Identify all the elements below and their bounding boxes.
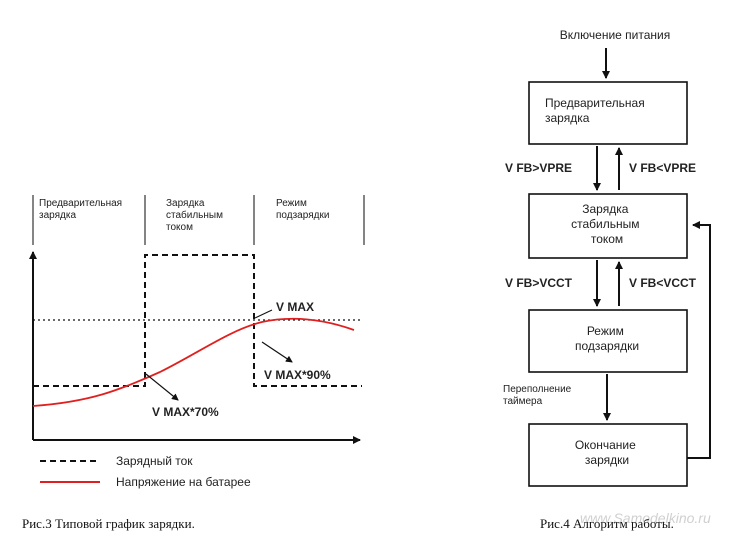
flow-box-end bbox=[528, 423, 688, 487]
flow-box-trickle bbox=[528, 309, 688, 373]
flow-box-constant-current bbox=[528, 193, 688, 259]
legend-voltage-label: Напряжение на батарее bbox=[116, 475, 251, 489]
flow-box-constant-current-label: Зарядка стабильным током bbox=[571, 202, 643, 246]
battery-voltage-curve bbox=[32, 317, 355, 407]
flow-label-vcct-down: V FB>VCCT bbox=[505, 276, 573, 290]
watermark: www.Samodelkino.ru bbox=[580, 510, 711, 526]
flow-box-precharge-label: Предварительная зарядка bbox=[545, 96, 648, 125]
charging-algorithm-flowchart: Включение питания Предварительная зарядк… bbox=[503, 28, 711, 487]
phase-label-constant-current: Зарядка стабильным током bbox=[166, 198, 226, 233]
charging-chart: Предварительная зарядка Зарядка стабильн… bbox=[29, 195, 365, 489]
vmax-label: V MAX bbox=[276, 300, 314, 314]
flow-arrow-restart-loop bbox=[687, 221, 711, 459]
flow-start-label: Включение питания bbox=[560, 28, 670, 42]
legend-current-label: Зарядный ток bbox=[116, 454, 193, 468]
flow-label-vcct-up: V FB<VCCT bbox=[629, 276, 697, 290]
vmax90-label: V MAX*90% bbox=[264, 368, 331, 382]
flow-label-timer-overflow: Переполнение таймера bbox=[503, 384, 574, 407]
flow-box-end-label: Окончание зарядки bbox=[575, 438, 639, 467]
flow-label-vpre-down: V FB>VPRE bbox=[505, 161, 572, 175]
flow-label-vpre-up: V FB<VPRE bbox=[629, 161, 696, 175]
phase-label-trickle: Режим подзарядки bbox=[276, 198, 329, 221]
figure3-caption: Рис.3 Типовой график зарядки. bbox=[22, 516, 195, 531]
flow-box-trickle-label: Режим подзарядки bbox=[575, 324, 639, 353]
figure4-caption: Рис.4 Алгоритм работы. bbox=[540, 516, 674, 531]
vmax70-pointer bbox=[145, 373, 179, 401]
flow-box-precharge bbox=[528, 81, 688, 145]
vmax90-pointer bbox=[261, 341, 293, 363]
vmax70-label: V MAX*70% bbox=[152, 405, 219, 419]
vmax-pointer bbox=[254, 309, 273, 319]
phase-label-precharge: Предварительная зарядка bbox=[39, 198, 125, 221]
